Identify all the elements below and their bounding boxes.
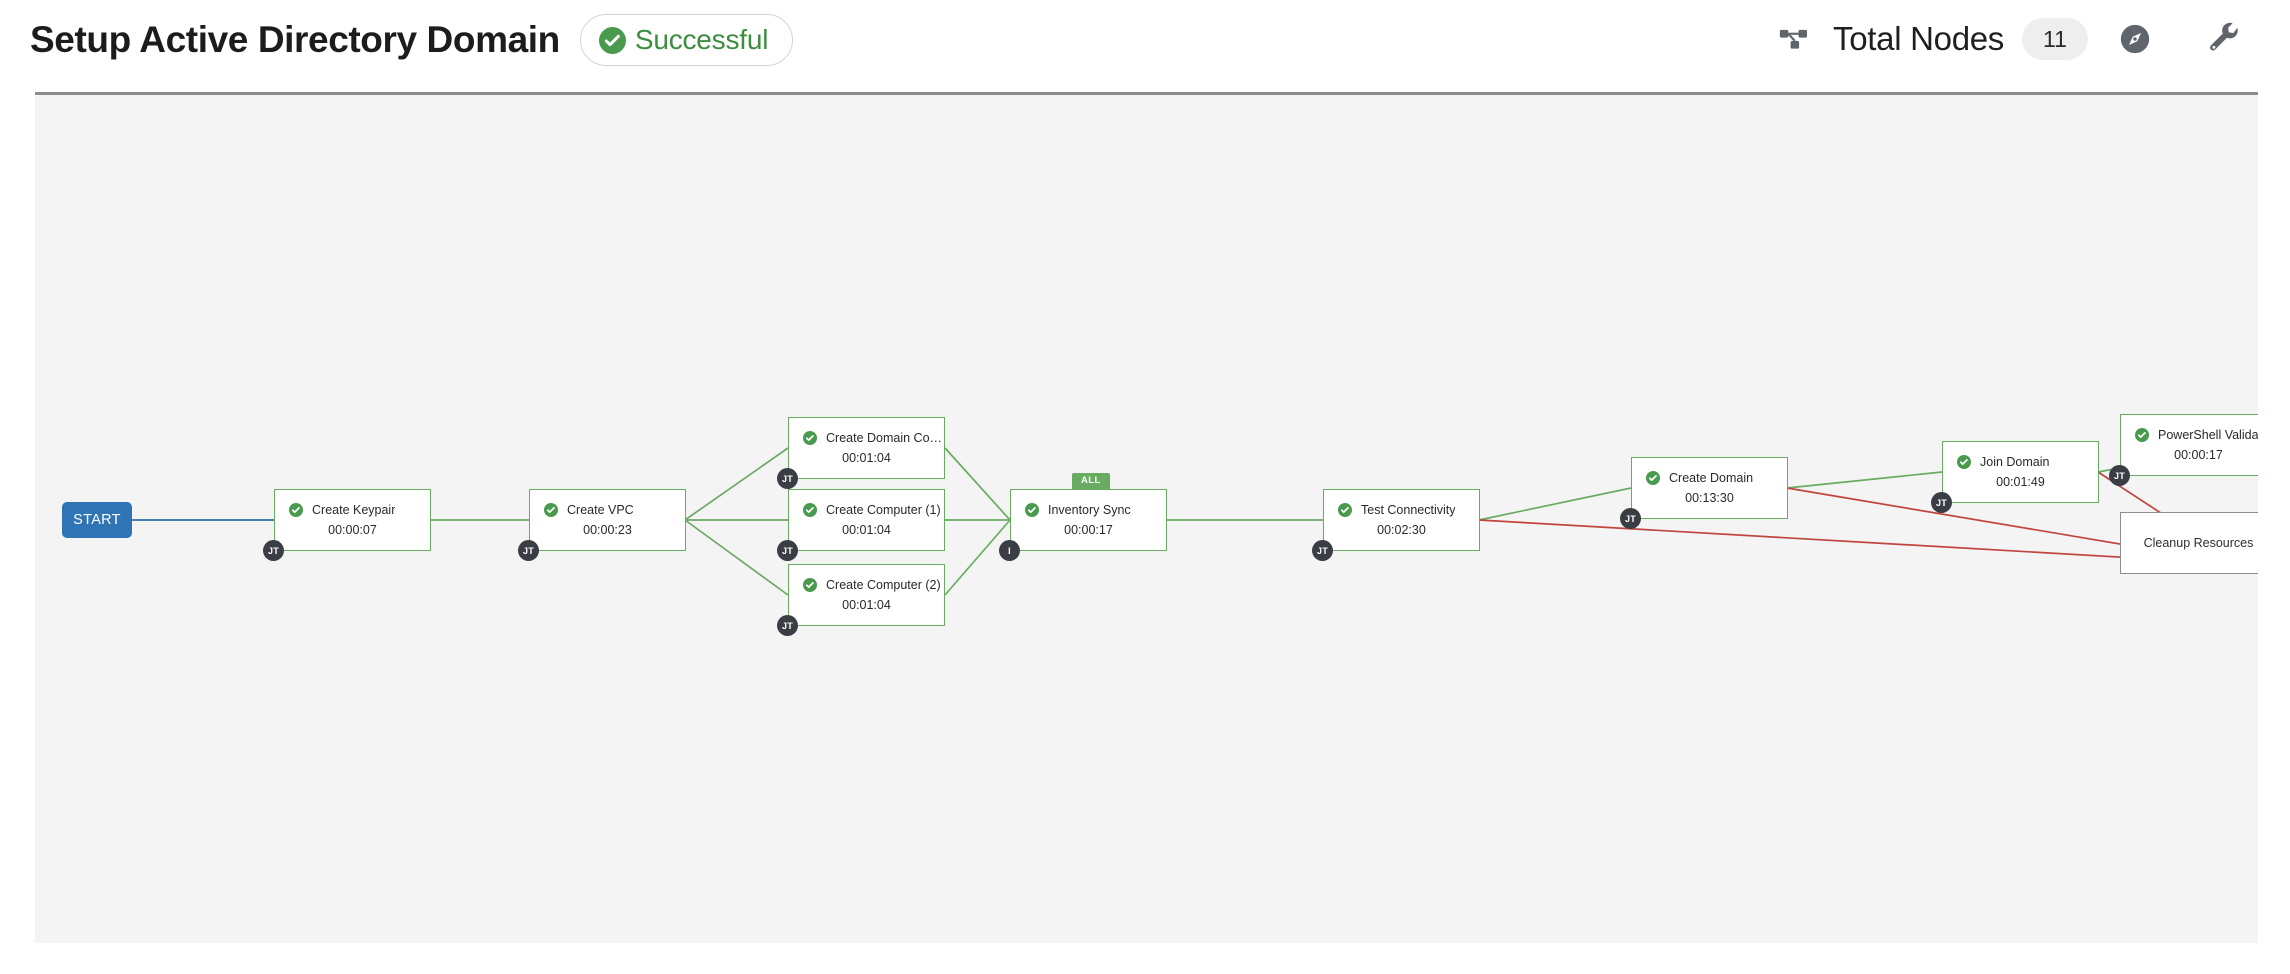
node-create-domain[interactable]: Create Domain 00:13:30 bbox=[1631, 457, 1788, 519]
node-title: Create Computer (2) bbox=[826, 578, 941, 592]
header-left-group: Setup Active Directory Domain Successful bbox=[30, 14, 794, 66]
node-elapsed: 00:01:04 bbox=[842, 523, 891, 537]
page-header: Setup Active Directory Domain Successful bbox=[0, 0, 2290, 93]
node-title-row: Create Computer (1) bbox=[789, 503, 944, 517]
workflow-canvas[interactable]: START Create Keypair 00:00:07 JT Create … bbox=[35, 95, 2258, 943]
node-create-keypair[interactable]: Create Keypair 00:00:07 bbox=[274, 489, 431, 551]
node-create-computer-1[interactable]: Create Computer (1) 00:01:04 bbox=[788, 489, 945, 551]
node-title-row: Create VPC bbox=[530, 503, 685, 517]
node-create-computer-2[interactable]: Create Computer (2) 00:01:04 bbox=[788, 564, 945, 626]
check-circle-icon bbox=[2135, 428, 2149, 442]
node-cleanup-resources[interactable]: Cleanup Resources bbox=[2120, 512, 2258, 574]
node-create-vpc[interactable]: Create VPC 00:00:23 bbox=[529, 489, 686, 551]
node-title: Cleanup Resources bbox=[2143, 536, 2254, 550]
sitemap-icon bbox=[1765, 10, 1823, 68]
node-badge-jt[interactable]: JT bbox=[1931, 492, 1952, 513]
page-title: Setup Active Directory Domain bbox=[30, 19, 560, 60]
total-nodes-count-badge: 11 bbox=[2022, 18, 2088, 60]
node-elapsed: 00:01:04 bbox=[842, 451, 891, 465]
node-badge-jt[interactable]: JT bbox=[777, 468, 798, 489]
check-circle-icon bbox=[1025, 503, 1039, 517]
node-elapsed: 00:01:04 bbox=[842, 598, 891, 612]
check-circle-icon bbox=[803, 578, 817, 592]
compass-icon[interactable] bbox=[2104, 8, 2166, 70]
header-divider bbox=[35, 92, 2258, 95]
node-title-row: Inventory Sync bbox=[1011, 503, 1166, 517]
check-circle-icon bbox=[1646, 471, 1660, 485]
node-tab-all: ALL bbox=[1072, 473, 1110, 489]
status-badge-label: Successful bbox=[634, 24, 769, 55]
start-node[interactable]: START bbox=[62, 502, 132, 538]
check-circle-icon bbox=[1338, 503, 1352, 517]
node-badge-jt[interactable]: JT bbox=[518, 540, 539, 561]
status-badge: Successful bbox=[579, 14, 794, 66]
node-title: PowerShell Validation bbox=[2158, 428, 2258, 442]
node-title: Create Keypair bbox=[312, 503, 396, 517]
node-join-domain[interactable]: Join Domain 00:01:49 bbox=[1942, 441, 2099, 503]
node-title: Create Domain Contr... bbox=[826, 431, 944, 445]
node-title: Create VPC bbox=[567, 503, 634, 517]
node-inventory-sync[interactable]: Inventory Sync 00:00:17 bbox=[1010, 489, 1167, 551]
node-elapsed: 00:01:49 bbox=[1996, 475, 2045, 489]
node-badge-jt[interactable]: JT bbox=[777, 540, 798, 561]
node-elapsed: 00:02:30 bbox=[1377, 523, 1426, 537]
check-circle-icon bbox=[289, 503, 303, 517]
node-badge-jt[interactable]: JT bbox=[1312, 540, 1333, 561]
node-title: Create Computer (1) bbox=[826, 503, 941, 517]
node-badge-inventory[interactable]: I bbox=[999, 540, 1020, 561]
node-title-row: Create Domain bbox=[1632, 471, 1787, 485]
check-circle-icon bbox=[803, 431, 817, 445]
total-nodes-label: Total Nodes bbox=[1833, 20, 2004, 57]
node-badge-jt[interactable]: JT bbox=[2109, 465, 2130, 486]
node-title: Test Connectivity bbox=[1361, 503, 1456, 517]
node-badge-jt[interactable]: JT bbox=[1620, 508, 1641, 529]
check-circle-icon bbox=[598, 26, 626, 54]
node-title-row: PowerShell Validation bbox=[2121, 428, 2258, 442]
node-title-row: Create Keypair bbox=[275, 503, 430, 517]
page-footer-area bbox=[0, 943, 2290, 974]
node-title-row: Create Computer (2) bbox=[789, 578, 944, 592]
node-test-connectivity[interactable]: Test Connectivity 00:02:30 bbox=[1323, 489, 1480, 551]
node-title-row: Cleanup Resources bbox=[2121, 536, 2258, 550]
node-title-row: Create Domain Contr... bbox=[789, 431, 944, 445]
node-badge-jt[interactable]: JT bbox=[263, 540, 284, 561]
node-powershell-validation[interactable]: PowerShell Validation 00:00:17 bbox=[2120, 414, 2258, 476]
node-elapsed: 00:13:30 bbox=[1685, 491, 1734, 505]
node-badge-jt[interactable]: JT bbox=[777, 615, 798, 636]
node-title-row: Join Domain bbox=[1943, 455, 2098, 469]
node-elapsed: 00:00:23 bbox=[583, 523, 632, 537]
node-title: Create Domain bbox=[1669, 471, 1754, 485]
node-elapsed: 00:00:17 bbox=[2174, 448, 2223, 462]
node-create-domain-controller[interactable]: Create Domain Contr... 00:01:04 bbox=[788, 417, 945, 479]
check-circle-icon bbox=[803, 503, 817, 517]
node-title-row: Test Connectivity bbox=[1324, 503, 1479, 517]
wrench-icon[interactable] bbox=[2194, 8, 2256, 70]
node-title: Join Domain bbox=[1980, 455, 2050, 469]
check-circle-icon bbox=[544, 503, 558, 517]
node-elapsed: 00:00:17 bbox=[1064, 523, 1113, 537]
node-title: Inventory Sync bbox=[1048, 503, 1131, 517]
node-elapsed: 00:00:07 bbox=[328, 523, 377, 537]
check-circle-icon bbox=[1957, 455, 1971, 469]
header-right-group: Total Nodes 11 bbox=[1765, 8, 2256, 70]
